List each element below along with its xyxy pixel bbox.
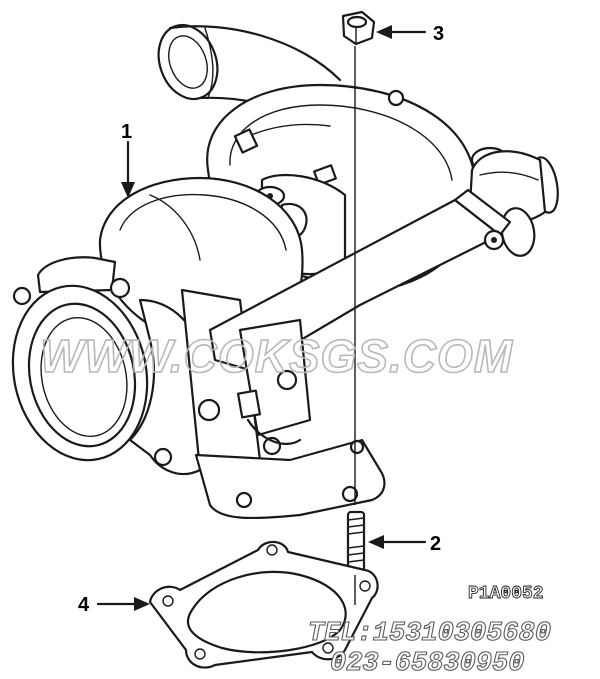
contact-phone: 023-65830950 [330,649,524,679]
leader-1 [121,140,135,198]
callout-4: 4 [78,594,90,616]
watermark-text: WWW.COKSGS.COM [40,330,514,382]
leader-2 [368,535,427,549]
hex-nut-part [341,10,376,46]
callout-2: 2 [430,533,441,555]
stud-part [346,510,366,574]
leader-4 [96,597,150,611]
reference-code: P1A0052 [468,584,544,604]
turbine-outlet-flange [194,438,386,520]
callout-3: 3 [433,23,444,45]
contact-tel: TEL:15310305680 [308,619,551,649]
gasket-part [148,540,379,669]
leader-3 [376,25,427,39]
callout-1: 1 [121,121,132,143]
